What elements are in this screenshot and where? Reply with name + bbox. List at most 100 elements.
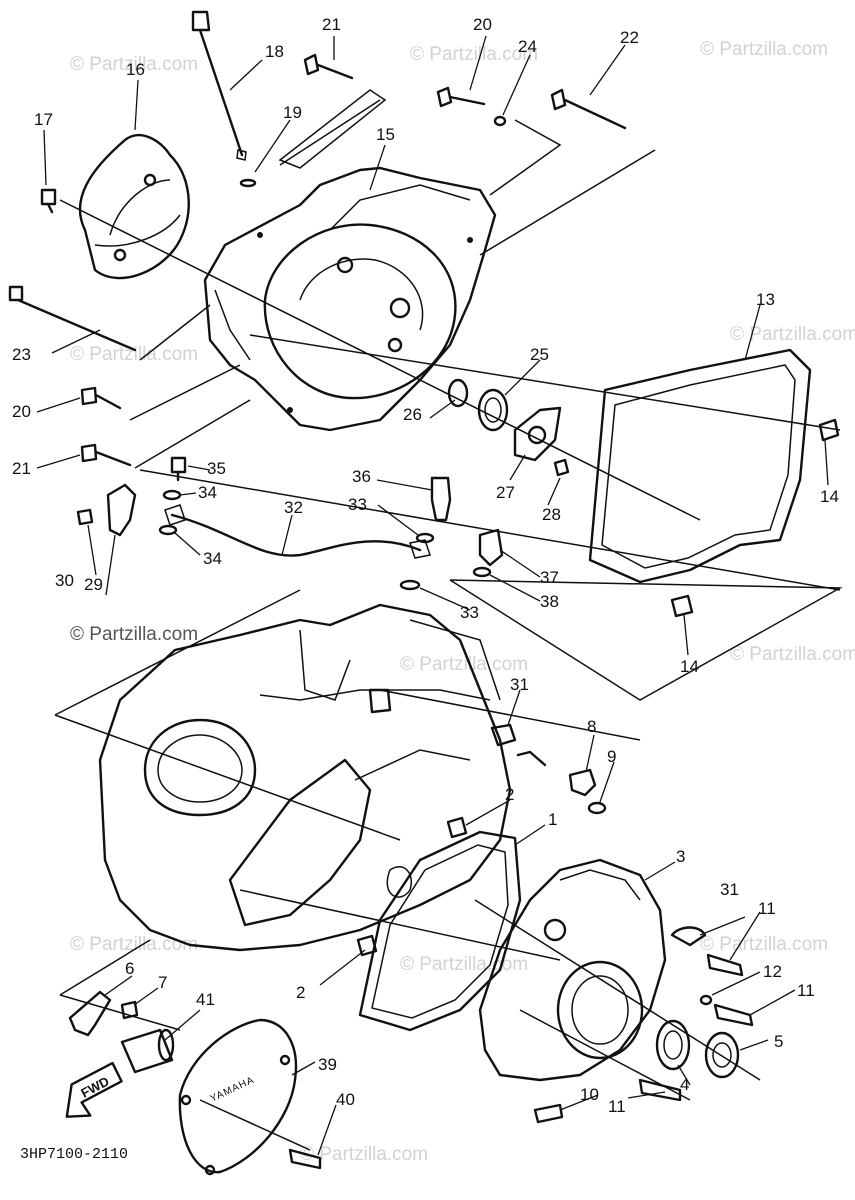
callout-4: 4	[680, 1075, 689, 1094]
bolt-17	[40, 188, 57, 214]
callout-10: 10	[580, 1085, 599, 1104]
cover-39: YAMAHA	[178, 1018, 298, 1176]
callout-23: 23	[12, 345, 31, 364]
callout-20: 20	[473, 15, 492, 34]
leader-lines	[36, 35, 829, 1156]
callout-32: 32	[284, 498, 303, 517]
bolt-31-upper	[516, 750, 547, 767]
bracket-29	[106, 483, 137, 537]
callout-16: 16	[126, 60, 145, 79]
callout-1: 1	[548, 810, 557, 829]
callout-31: 31	[720, 880, 739, 899]
cover-plate-16	[78, 133, 190, 280]
watermark: © Partzilla.com	[70, 344, 198, 365]
callout-2: 2	[296, 983, 305, 1002]
assembly-guide-lines	[54, 89, 843, 1151]
callout-30: 30	[55, 571, 74, 590]
callout-20: 20	[12, 402, 31, 421]
washer-38	[472, 566, 492, 578]
washer-34-upper	[162, 489, 182, 501]
diagram-code: 3HP7100-2110	[20, 1146, 128, 1163]
callout-15: 15	[376, 125, 395, 144]
crankcase-lower	[98, 603, 512, 952]
bearing-25	[477, 388, 509, 432]
callouts: 1 2 2 3 4 5 6 7 8 9 10 11 11 11 12 13 14…	[12, 15, 839, 1116]
gasket-1	[358, 830, 522, 1032]
washer-33-lower	[399, 579, 421, 591]
callout-21: 21	[322, 15, 341, 34]
callout-19: 19	[283, 103, 302, 122]
bolts-right	[533, 953, 754, 1124]
dowel-2-lower	[356, 934, 378, 957]
watermark: © Partzilla.com	[70, 54, 198, 75]
callout-12: 12	[763, 962, 782, 981]
callout-3: 3	[676, 847, 685, 866]
callout-7: 7	[158, 973, 167, 992]
callout-11: 11	[797, 981, 815, 1000]
union-bolt-36	[430, 476, 452, 522]
watermark: © Partzilla.com	[700, 934, 828, 955]
gasket-13	[588, 348, 812, 584]
callout-18: 18	[265, 42, 284, 61]
callout-29: 29	[84, 575, 103, 594]
dowel-14-top	[818, 418, 840, 442]
callout-6: 6	[125, 959, 134, 978]
callout-33: 33	[460, 603, 479, 622]
bolt-30	[76, 508, 94, 526]
callout-9: 9	[607, 747, 616, 766]
plug-8	[568, 768, 597, 797]
bolt-40	[288, 1148, 322, 1170]
callout-11: 11	[758, 899, 776, 918]
sensor-37	[478, 528, 504, 567]
callout-24: 24	[518, 37, 537, 56]
bolt-7	[120, 1000, 139, 1020]
watermark: © Partzilla.com	[70, 934, 198, 955]
callout-8: 8	[587, 717, 596, 736]
callout-17: 17	[34, 110, 53, 129]
watermarks: © Partzilla.com © Partzilla.com © Partzi…	[70, 39, 855, 1165]
dowel-2-upper	[446, 816, 468, 839]
clamp-31-upper	[490, 723, 517, 747]
cover-3	[478, 858, 667, 1082]
callout-5: 5	[774, 1032, 783, 1051]
callout-14: 14	[680, 657, 699, 676]
bolt-28	[553, 458, 570, 477]
bolts-top	[8, 53, 627, 352]
crankcase-cover-15	[203, 166, 497, 432]
plate-27	[513, 406, 562, 462]
bushing-41	[120, 1028, 175, 1074]
callout-37: 37	[540, 568, 559, 587]
callout-21: 21	[12, 459, 31, 478]
o-ring-9	[587, 801, 607, 815]
callout-28: 28	[542, 505, 561, 524]
callout-27: 27	[496, 483, 515, 502]
callout-14: 14	[820, 487, 839, 506]
callout-26: 26	[403, 405, 422, 424]
plate-27-hole	[527, 425, 547, 445]
watermark: © Partzilla.com	[300, 1144, 428, 1165]
callout-38: 38	[540, 592, 559, 611]
seal-4	[655, 1019, 691, 1071]
watermark: © Partzilla.com	[730, 644, 855, 665]
watermark: © Partzilla.com	[400, 954, 528, 975]
seal-5	[704, 1031, 740, 1079]
callout-25: 25	[530, 345, 549, 364]
callout-13: 13	[756, 290, 775, 309]
watermark-dark: © Partzilla.com	[70, 624, 198, 645]
watermark: © Partzilla.com	[400, 654, 528, 675]
fwd-arrow-icon: FWD	[65, 1061, 123, 1118]
crankcase-right-detail	[354, 619, 501, 781]
dowel-14-bottom	[670, 594, 694, 618]
callout-34: 34	[203, 549, 222, 568]
plate-6	[68, 990, 112, 1037]
washer-33-upper	[415, 532, 435, 544]
watermark: © Partzilla.com	[700, 39, 828, 60]
callout-34: 34	[198, 483, 217, 502]
washer-34-lower	[158, 524, 178, 536]
callout-31: 31	[510, 675, 529, 694]
callout-33: 33	[348, 495, 367, 514]
watermark: © Partzilla.com	[410, 44, 538, 65]
clamp-31-lower	[670, 926, 707, 947]
callout-11: 11	[608, 1097, 626, 1116]
